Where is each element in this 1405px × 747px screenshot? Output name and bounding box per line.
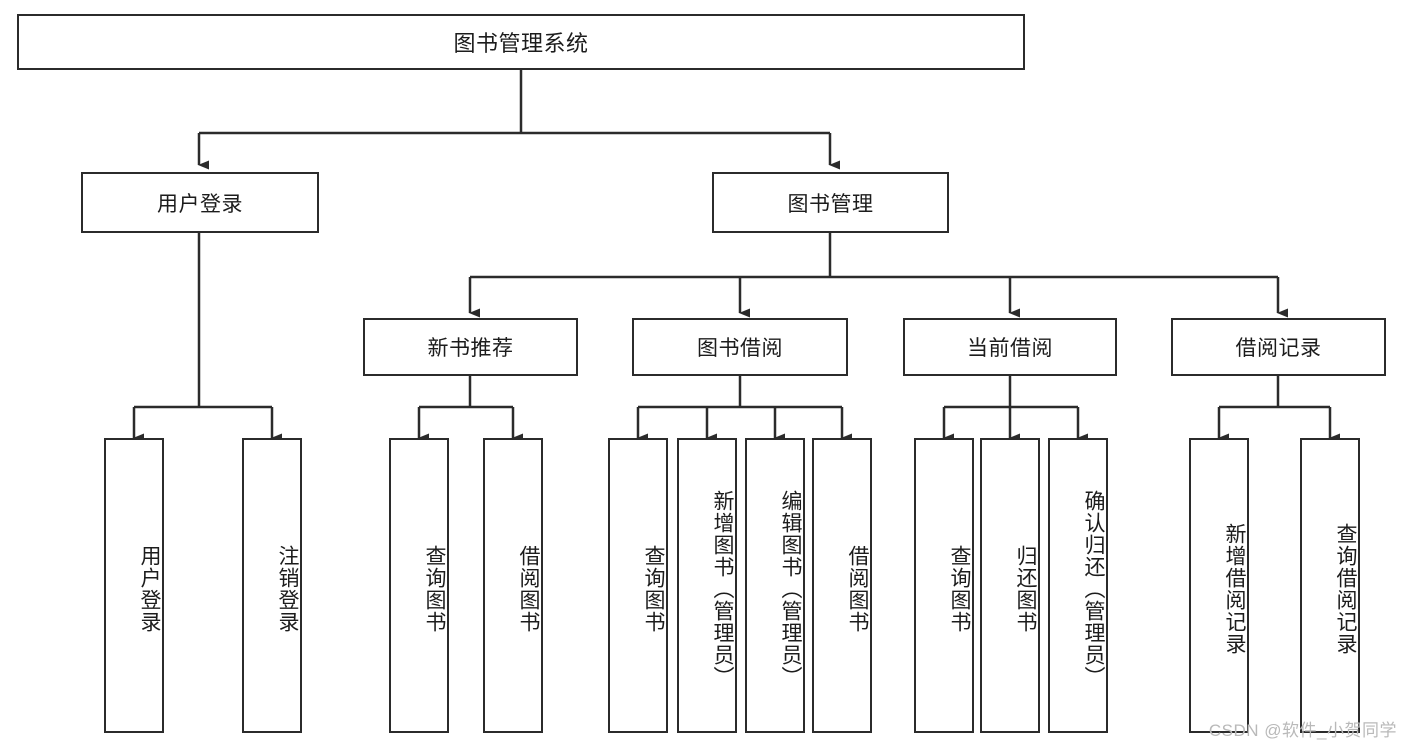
leaf-borrow-book-2-label: 借阅图书 (846, 544, 869, 633)
leaf-add-book[interactable]: 新增图书（管理员） (677, 438, 737, 733)
leaf-query-record[interactable]: 查询借阅记录 (1300, 438, 1360, 733)
leaf-query-book-3[interactable]: 查询图书 (914, 438, 974, 733)
node-borrow-record-label: 借阅记录 (1235, 337, 1322, 360)
node-current-borrow[interactable]: 当前借阅 (903, 318, 1117, 376)
leaf-edit-book-label: 编辑图书（管理员） (779, 489, 802, 688)
node-borrow-record[interactable]: 借阅记录 (1171, 318, 1386, 376)
node-book-borrow-label: 图书借阅 (697, 337, 783, 360)
leaf-logout[interactable]: 注销登录 (242, 438, 302, 733)
leaf-return-book[interactable]: 归还图书 (980, 438, 1040, 733)
leaf-borrow-book-2[interactable]: 借阅图书 (812, 438, 872, 733)
leaf-query-book-3-label: 查询图书 (948, 544, 971, 633)
node-new-book-rec-label: 新书推荐 (427, 337, 514, 360)
leaf-logout-label: 注销登录 (276, 544, 299, 633)
node-book-manage[interactable]: 图书管理 (712, 172, 949, 233)
leaf-add-record-label: 新增借阅记录 (1223, 522, 1246, 655)
leaf-query-book-1[interactable]: 查询图书 (389, 438, 449, 733)
node-current-borrow-label: 当前借阅 (967, 337, 1053, 360)
watermark: CSDN @软件_小贺同学 (1208, 721, 1397, 740)
leaf-edit-book[interactable]: 编辑图书（管理员） (745, 438, 805, 733)
node-book-borrow[interactable]: 图书借阅 (632, 318, 848, 376)
leaf-user-login[interactable]: 用户登录 (104, 438, 164, 733)
leaf-borrow-book-1[interactable]: 借阅图书 (483, 438, 543, 733)
node-root[interactable]: 图书管理系统 (17, 14, 1025, 70)
leaf-user-login-label: 用户登录 (138, 544, 161, 633)
leaf-query-book-2-label: 查询图书 (642, 544, 665, 633)
leaf-confirm-return[interactable]: 确认归还（管理员） (1048, 438, 1108, 733)
node-root-label: 图书管理系统 (453, 31, 589, 56)
node-book-manage-label: 图书管理 (787, 192, 874, 216)
leaf-add-record[interactable]: 新增借阅记录 (1189, 438, 1249, 733)
node-user-login[interactable]: 用户登录 (81, 172, 319, 233)
leaf-borrow-book-1-label: 借阅图书 (517, 544, 540, 633)
leaf-query-record-label: 查询借阅记录 (1334, 522, 1357, 655)
leaf-confirm-return-label: 确认归还（管理员） (1082, 489, 1105, 688)
node-new-book-rec[interactable]: 新书推荐 (363, 318, 578, 376)
leaf-query-book-1-label: 查询图书 (423, 544, 446, 633)
leaf-query-book-2[interactable]: 查询图书 (608, 438, 668, 733)
leaf-add-book-label: 新增图书（管理员） (711, 489, 734, 688)
node-user-login-label: 用户登录 (157, 192, 243, 216)
leaf-return-book-label: 归还图书 (1014, 544, 1037, 633)
